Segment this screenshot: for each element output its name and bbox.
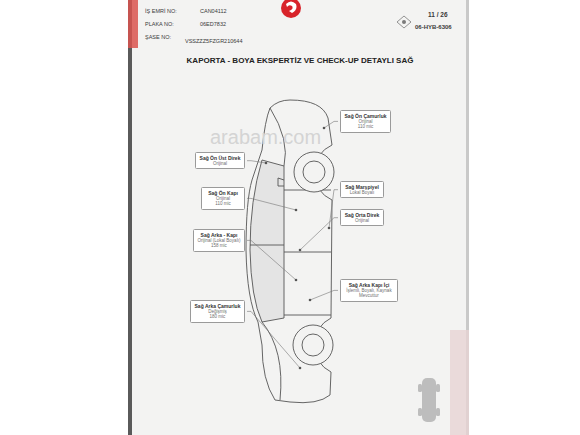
- leader-dot: [295, 279, 298, 282]
- part-status: Orijinal: [344, 119, 387, 124]
- car-glass: [250, 160, 284, 322]
- red-tint: [450, 330, 469, 435]
- leader-dot: [323, 127, 326, 130]
- header-field: 11 / 26: [428, 11, 448, 18]
- leader-dot: [299, 367, 302, 370]
- door-line: [284, 315, 331, 316]
- part-box: Sağ Orta DirekOrijinal: [340, 209, 384, 226]
- part-name: Sağ Ön Üst Direk: [199, 155, 241, 161]
- part-name: Sağ Arka Kapı İçi: [344, 282, 394, 288]
- rear-rim: [302, 334, 324, 356]
- leader-line: [247, 311, 300, 368]
- part-status: Orijinal: [205, 196, 241, 201]
- header-field: 06ED7832: [200, 21, 226, 27]
- header-field: İŞ EMRİ NO:: [145, 8, 177, 14]
- leader-dot: [309, 299, 312, 302]
- part-status: 110 mic: [344, 124, 387, 129]
- leader-line: [300, 218, 338, 250]
- mini-car-body: [422, 378, 436, 422]
- header-field: 06-HYB-6306: [415, 24, 452, 30]
- part-name: Sağ Orta Direk: [344, 212, 380, 218]
- part-name: Sağ Arka Çamurluk: [194, 303, 241, 309]
- leader-line: [247, 198, 296, 210]
- paper-sheet: [128, 0, 469, 435]
- logo-mark: [286, 2, 297, 14]
- mini-wheel: [436, 384, 440, 392]
- part-status: Orijinal: [344, 218, 380, 223]
- part-status: Lokal Boyalı: [344, 190, 380, 195]
- part-box: Sağ Arka - KapıOrijinal (Lokal Boyalı)15…: [193, 229, 245, 252]
- trunk-line: [262, 322, 281, 400]
- part-status: Orijinal: [199, 161, 241, 166]
- part-status: 110 mic: [205, 201, 241, 206]
- leader-dot: [295, 209, 298, 212]
- part-box: Sağ MarşpiyelLokal Boyalı: [340, 181, 384, 198]
- leader-line: [329, 190, 338, 228]
- stamp-icon: [397, 16, 411, 28]
- leader-line: [247, 161, 266, 163]
- part-status: Değişmiş: [194, 309, 241, 314]
- part-name: Sağ Arka - Kapı: [197, 232, 241, 238]
- mini-wheel: [418, 384, 422, 392]
- leader-dot: [299, 249, 302, 252]
- part-box: Sağ Arka Kapı İçiİşlemli, Boyalı, Kaynak…: [340, 279, 398, 302]
- red-tab: [128, 0, 138, 48]
- paper-shadow: [128, 0, 132, 435]
- header-field: CAN04112: [200, 8, 227, 14]
- front-wheel: [294, 152, 334, 192]
- mini-car-icon: [418, 378, 440, 422]
- leader-line: [310, 290, 338, 300]
- mini-wheel: [418, 408, 422, 416]
- leader-dot: [328, 227, 331, 230]
- part-box: Sağ Ön ÇamurlukOrijinal110 mic: [340, 110, 391, 133]
- part-box: Sağ Ön Üst DirekOrijinal: [195, 152, 245, 169]
- part-box: Sağ Ön KapıOrijinal110 mic: [201, 187, 245, 210]
- leader-line: [247, 240, 296, 280]
- part-name: Sağ Ön Çamurluk: [344, 113, 387, 119]
- part-status: 158 mic: [197, 243, 241, 248]
- page-title: KAPORTA - BOYA EKSPERTİZ VE CHECK-UP DET…: [187, 56, 414, 65]
- header-field: PLAKA NO:: [145, 21, 174, 27]
- logo: [281, 0, 301, 18]
- header-field: VSSZZZ5FZGR210644: [185, 38, 242, 44]
- part-status: 180 mic: [194, 314, 241, 319]
- front-rim: [303, 161, 325, 183]
- pillar: [250, 245, 284, 246]
- stamp-dot: [402, 20, 406, 24]
- leader-line: [324, 121, 338, 128]
- watermark: arabam.com: [210, 126, 321, 149]
- rear-wheel: [293, 325, 333, 365]
- part-name: Sağ Marşpiyel: [344, 184, 380, 190]
- header-field: ŞASE NO:: [145, 34, 171, 40]
- leader-dot: [265, 162, 268, 165]
- part-status: Orijinal (Lokal Boyalı): [197, 238, 241, 243]
- door-line: [284, 252, 331, 253]
- mini-wheel: [436, 408, 440, 416]
- part-name: Sağ Ön Kapı: [205, 190, 241, 196]
- part-status: İşlemli, Boyalı, Kaynak Mevcuttur: [344, 288, 394, 299]
- part-box: Sağ Arka ÇamurlukDeğişmiş180 mic: [190, 300, 245, 323]
- mirror: [278, 178, 284, 186]
